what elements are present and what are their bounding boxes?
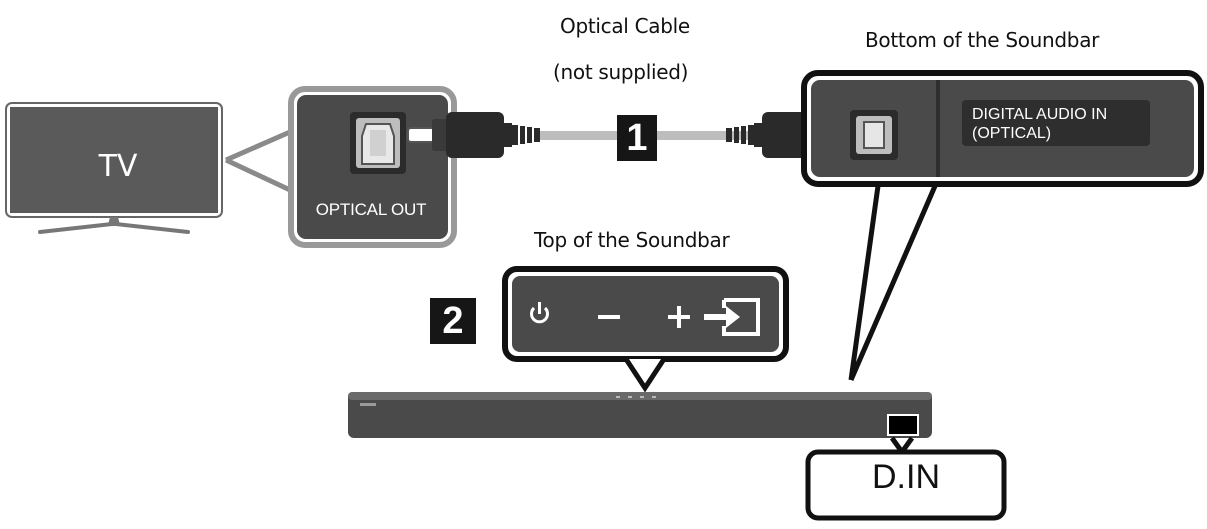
bottom-of-soundbar-title: Bottom of the Soundbar xyxy=(865,28,1100,52)
step-2-badge: 2 xyxy=(430,298,476,344)
din-label: D.IN xyxy=(872,458,940,496)
cable-subtitle: (not supplied) xyxy=(553,60,689,84)
top-panel-callout xyxy=(502,266,789,362)
step-1-badge: 1 xyxy=(617,115,657,161)
optical-port-icon xyxy=(350,112,406,174)
power-icon xyxy=(530,302,549,324)
tv-callout-pointer xyxy=(224,129,292,193)
din-callout-box xyxy=(805,449,1007,521)
din-port xyxy=(887,414,919,436)
digital-audio-in-label: DIGITAL AUDIO IN xyxy=(972,106,1108,123)
tv-illustration xyxy=(5,102,223,234)
cable-title: Optical Cable xyxy=(560,14,690,38)
minus-icon xyxy=(598,315,620,319)
bottom-callout-pointer xyxy=(848,185,938,381)
tv-label: TV xyxy=(98,149,138,184)
optical-out-label: OPTICAL OUT xyxy=(315,200,427,219)
optical-out-callout xyxy=(288,86,457,248)
input-source-icon xyxy=(704,298,760,336)
top-of-soundbar-title: Top of the Soundbar xyxy=(534,228,730,252)
optical-label: (OPTICAL) xyxy=(972,125,1052,142)
digital-audio-in-callout xyxy=(801,70,1204,187)
soundbar xyxy=(348,392,932,438)
top-callout-pointer xyxy=(623,357,667,393)
plus-icon xyxy=(668,306,690,328)
optical-in-port-icon xyxy=(850,110,898,160)
